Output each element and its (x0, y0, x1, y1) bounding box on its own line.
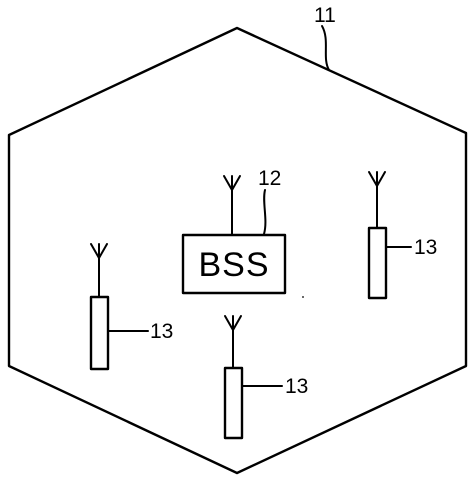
scan-speck (302, 296, 304, 298)
station-body (223, 366, 244, 440)
mobile-station-left: 13 (89, 243, 173, 371)
station-reference-label: 13 (150, 320, 173, 343)
antenna-icon (90, 243, 108, 298)
cell-boundary (7, 26, 468, 475)
antenna-icon (224, 315, 242, 369)
bss-label: BSS (198, 246, 269, 284)
bss-reference-label: 12 (258, 167, 281, 190)
station-body (367, 226, 388, 300)
mobile-station-right: 13 (367, 171, 437, 300)
station-reference-label: 13 (285, 375, 308, 398)
station-body (89, 295, 110, 371)
mobile-station-bottom: 13 (223, 315, 308, 440)
antenna-icon (223, 175, 241, 236)
bss-unit: BSS 12 (181, 167, 287, 295)
station-reference-label: 13 (414, 236, 437, 259)
bss-box (181, 233, 287, 295)
antenna-icon (368, 171, 386, 229)
bss-reference-leader (263, 189, 267, 235)
cell-reference-leader (321, 25, 330, 71)
cell-reference-label: 11 (314, 4, 336, 27)
